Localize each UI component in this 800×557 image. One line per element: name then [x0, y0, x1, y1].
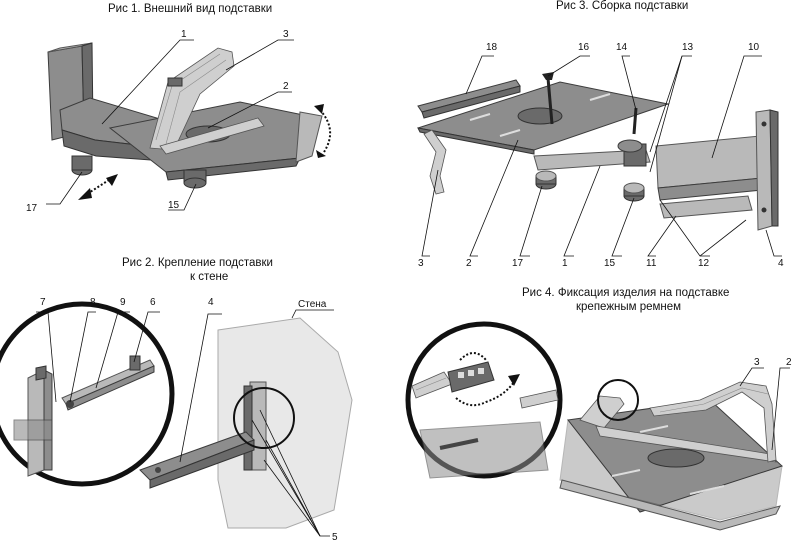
fig4-title-line2: крепежным ремнем: [576, 301, 681, 313]
figure-2: Рис 2. Крепление подставки к стене Стена: [0, 257, 353, 543]
fig3-label-13: 13: [682, 42, 694, 53]
fig3-label-4: 4: [778, 258, 784, 269]
fig1-label-1: 1: [181, 29, 187, 40]
fig2-detail-view: [0, 301, 175, 487]
fig3-nut-15: [623, 182, 645, 202]
fig1-rotation-arrow: [314, 104, 331, 158]
fig2-label-4: 4: [208, 297, 214, 308]
fig1-label-3: 3: [283, 29, 289, 40]
fig3-slider: [659, 195, 753, 219]
fig3-label-14: 14: [616, 42, 628, 53]
fig2-wall-label: Стена: [298, 299, 327, 310]
fig4-label-2: 2: [786, 357, 792, 368]
fig2-detail-marker: [233, 387, 295, 449]
fig3-platform: [417, 81, 670, 155]
fig3-label-3: 3: [418, 258, 424, 269]
figure-3: Рис 3. Сборка подставки: [417, 0, 784, 269]
fig4-platform: [559, 399, 783, 531]
fig3-label-18: 18: [486, 42, 498, 53]
fig2-label-9: 9: [120, 297, 126, 308]
fig1-strap: [149, 47, 265, 155]
fig3-title: Рис 3. Сборка подставки: [556, 0, 688, 12]
fig3-label-15: 15: [604, 258, 616, 269]
fig1-slide-arrow: [78, 174, 118, 200]
fig2-label-6: 6: [150, 297, 156, 308]
fig3-arm: [533, 139, 651, 171]
fig2-title-line2: к стене: [190, 271, 228, 283]
fig1-label-15: 15: [168, 200, 180, 211]
fig2-label-8: 8: [90, 297, 96, 308]
fig2-label-5: 5: [332, 532, 338, 543]
fig3-label-17: 17: [512, 258, 524, 269]
fig2-bracket: [139, 381, 267, 489]
figure-4: Рис 4. Фиксация изделия на подставке кре…: [405, 287, 792, 531]
fig4-title-line1: Рис 4. Фиксация изделия на подставке: [522, 287, 729, 299]
fig3-label-12: 12: [698, 258, 710, 269]
fig1-label-17: 17: [26, 203, 38, 214]
fig3-label-16: 16: [578, 42, 590, 53]
fig3-wall-bracket: [655, 109, 779, 231]
fig2-label-7: 7: [40, 297, 46, 308]
figure-1: Рис 1. Внешний вид подставки: [26, 3, 331, 214]
fig4-detail-marker: [597, 379, 639, 421]
fig4-label-3: 3: [754, 357, 760, 368]
fig3-strap: [423, 129, 447, 195]
fig4-detail-view: [405, 321, 563, 479]
fig3-label-1: 1: [562, 258, 568, 269]
fig3-label-10: 10: [748, 42, 760, 53]
fig3-label-2: 2: [466, 258, 472, 269]
fig3-label-11: 11: [646, 258, 657, 269]
fig3-nut-17: [535, 170, 557, 190]
fig2-title-line1: Рис 2. Крепление подставки: [122, 257, 273, 269]
fig2-wall: [217, 317, 353, 529]
fig1-label-2: 2: [283, 81, 289, 92]
fig1-title: Рис 1. Внешний вид подставки: [108, 3, 272, 15]
